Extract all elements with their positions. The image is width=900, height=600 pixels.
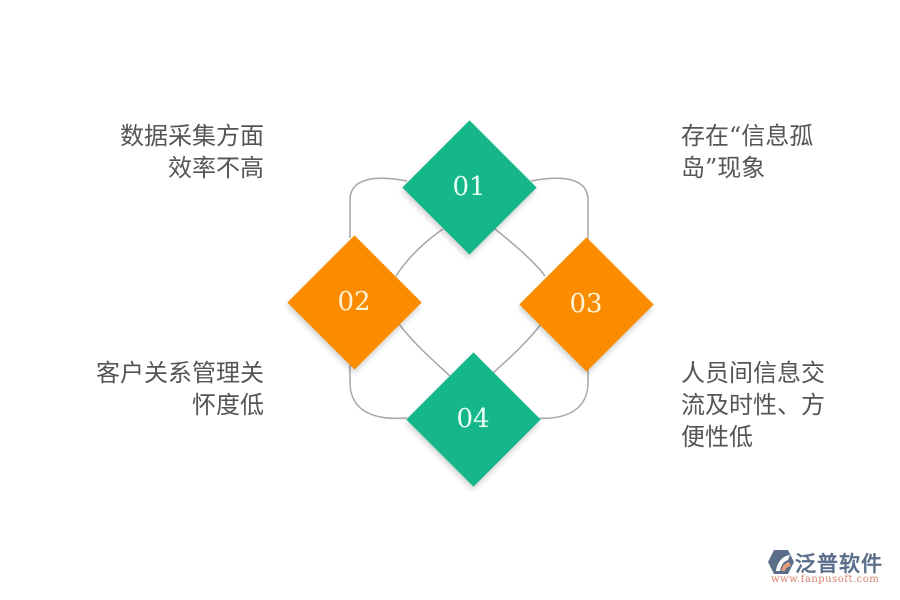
diamond-01-number: 01 — [452, 172, 486, 202]
label-04: 人员间信息交 流及时性、方 便性低 — [681, 357, 881, 453]
label-02: 客户关系管理关 怀度低 — [44, 357, 264, 421]
label-03: 存在“信息孤 岛”现象 — [681, 120, 881, 184]
diamond-04-number: 04 — [456, 404, 490, 434]
label-01-line-1: 数据采集方面 — [120, 122, 264, 150]
label-02-line-2: 怀度低 — [192, 391, 264, 419]
diamond-03-number: 03 — [569, 289, 603, 319]
logo-url: www.fanpusoft.com — [771, 574, 880, 585]
label-04-line-2: 流及时性、方 — [681, 391, 825, 419]
label-02-line-1: 客户关系管理关 — [96, 359, 264, 387]
label-03-line-2: 岛”现象 — [681, 154, 766, 182]
diamond-02-number: 02 — [337, 287, 371, 317]
label-01: 数据采集方面 效率不高 — [64, 120, 264, 184]
label-04-line-1: 人员间信息交 — [681, 359, 825, 387]
logo-name: 泛普软件 — [795, 552, 883, 576]
label-03-line-1: 存在“信息孤 — [681, 122, 814, 150]
logo-icon — [768, 550, 794, 574]
label-01-line-2: 效率不高 — [168, 154, 264, 182]
brand-logo: 泛普软件 www.fanpusoft.com — [765, 548, 895, 588]
label-04-line-3: 便性低 — [681, 423, 753, 451]
